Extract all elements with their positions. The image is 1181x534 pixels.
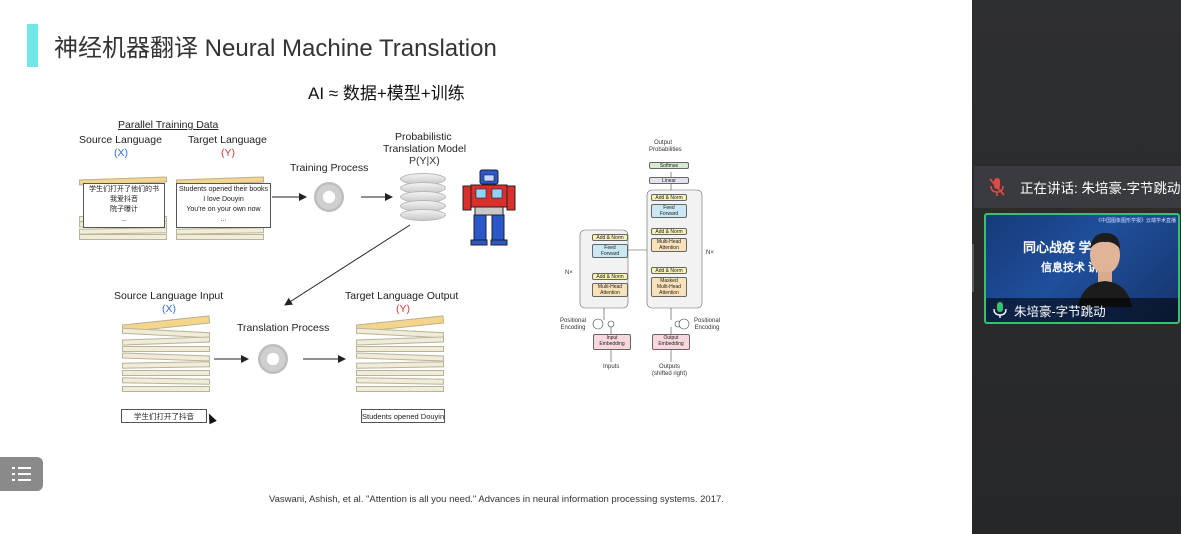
diagram-arrows [214, 193, 411, 363]
output-sentence-box: Students opened Douyin [361, 409, 445, 423]
citation-footer: Vaswani, Ashish, et al. "Attention is al… [269, 494, 724, 505]
tf-enc-addnorm-1: Add & Norm [592, 273, 628, 280]
target-document-card: Students opened their books I love Douyi… [176, 183, 271, 228]
participant-panel: 正在讲话: 朱培豪-字节跳动 《中国图象图形学报》云端学术直播 同心战疫 学术 … [972, 0, 1181, 534]
source-line-2: 我爱抖音 [110, 196, 138, 203]
collapse-panel-button[interactable] [972, 244, 974, 292]
tf-nx-left: N× [565, 270, 573, 276]
tf-outputs: Outputs(shifted right) [652, 364, 688, 377]
speaking-label: 正在讲话: 朱培豪-字节跳动 [1020, 181, 1181, 196]
slide-canvas: 神经机器翻译 Neural Machine Translation AI ≈ 数… [0, 24, 724, 505]
tf-inputs: Inputs [603, 364, 620, 370]
tf-output-prob-2: Probabilities [649, 147, 682, 153]
transformer-lines [579, 172, 703, 362]
source-line-4: ... [121, 216, 127, 223]
tf-linear: Linear [649, 177, 689, 184]
participant-video-tile[interactable]: 《中国图象图形学报》云端学术直播 同心战疫 学术 信息技术 讲座 朱培豪-字节跳… [984, 213, 1180, 324]
translation-process-label: Translation Process [237, 322, 330, 334]
participant-avatar [1078, 233, 1132, 307]
list-menu-icon [11, 467, 31, 481]
target-language-label: Target Language [188, 134, 267, 146]
tf-softmax: Softmax [649, 162, 689, 169]
source-input-label: Source Language Input [114, 290, 224, 302]
prob-model-label-3: P(Y|X) [409, 155, 440, 167]
target-var: (Y) [221, 147, 235, 159]
training-gear-icon [310, 178, 348, 216]
source-line-1: 学生们打开了他们的书 [89, 186, 159, 193]
source-language-label: Source Language [79, 134, 162, 146]
input-sentence-box: 学生们打开了抖音 [121, 409, 207, 423]
training-process-label: Training Process [290, 162, 369, 174]
prob-model-label-2: Translation Model [383, 143, 467, 155]
source-document-card: 学生们打开了他们的书 我爱抖音 院子曝计 ... [83, 183, 165, 228]
mic-active-icon [993, 302, 1007, 318]
translation-gear-icon [254, 340, 292, 378]
tf-dec-addnorm-3: Add & Norm [651, 194, 687, 201]
prob-model-label-1: Probabilistic [395, 131, 452, 143]
source-var: (X) [114, 147, 128, 159]
robot-icon [462, 169, 516, 246]
target-output-var: (Y) [396, 303, 410, 315]
target-output-label: Target Language Output [345, 290, 459, 302]
tf-dec-addnorm-1: Add & Norm [651, 267, 687, 274]
menu-button[interactable] [0, 457, 43, 491]
output-document-stack [355, 315, 446, 398]
active-speaker-bar: 正在讲话: 朱培豪-字节跳动 [974, 166, 1181, 208]
mic-muted-icon [984, 174, 1010, 200]
database-icon [400, 173, 448, 223]
target-line-4: ... [220, 216, 227, 223]
target-line-3: You're on your own now [186, 206, 261, 213]
slide-subtitle: AI ≈ 数据+模型+训练 [308, 84, 465, 103]
video-title: 同心战疫 学术 [1023, 240, 1105, 255]
video-top-caption: 《中国图象图形学报》云端学术直播 [1096, 218, 1177, 224]
source-line-3: 院子曝计 [110, 206, 138, 213]
source-input-var: (X) [162, 303, 176, 315]
tf-dec-addnorm-2: Add & Norm [651, 228, 687, 235]
participant-name-bar: 朱培豪-字节跳动 [986, 298, 1178, 322]
tf-nx-right: N× [706, 250, 714, 256]
target-line-1: Students opened their books [178, 186, 269, 193]
tf-enc-addnorm-2: Add & Norm [592, 234, 628, 241]
participant-name: 朱培豪-字节跳动 [1014, 304, 1106, 319]
title-accent-bar [27, 24, 38, 67]
tf-output-prob-1: Output [654, 140, 673, 146]
target-line-2: I love Douyin [203, 196, 244, 203]
slide-title: 神经机器翻译 Neural Machine Translation [54, 35, 497, 62]
input-document-stack [121, 315, 212, 398]
parallel-data-label: Parallel Training Data [118, 119, 219, 131]
